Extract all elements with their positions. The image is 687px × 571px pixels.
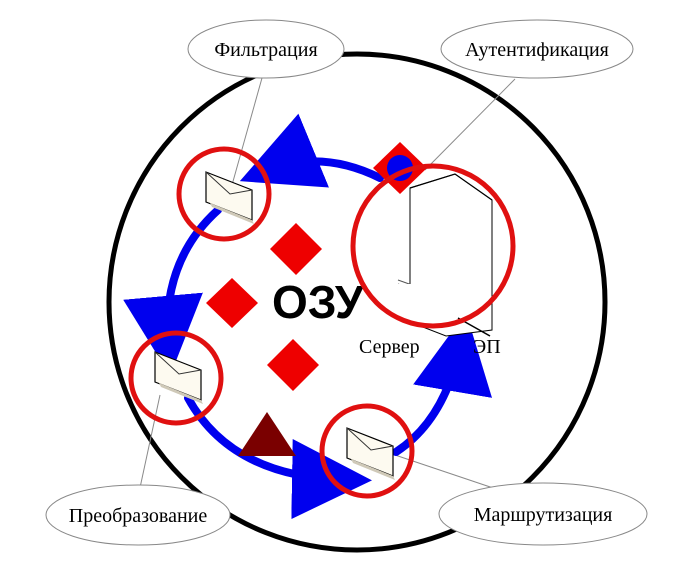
routing-highlight-ring bbox=[319, 403, 415, 499]
envelope-icon bbox=[205, 171, 254, 224]
envelope-icon bbox=[154, 351, 203, 404]
filtration-highlight-ring bbox=[176, 146, 272, 242]
server-highlight-ring bbox=[350, 163, 516, 329]
flow-arrow-auth-to-filtration bbox=[239, 113, 384, 188]
flow-arrow-routing-to-ep bbox=[392, 312, 492, 456]
callout-routing-label: Маршрутизация bbox=[474, 504, 613, 526]
callout-filtration-label: Фильтрация bbox=[214, 39, 317, 61]
callout-routing: Маршрутизация bbox=[438, 482, 648, 546]
callout-authentication-label: Аутентификация bbox=[465, 39, 609, 61]
callout-authentication: Аутентификация bbox=[440, 19, 634, 79]
callout-line-transformation bbox=[137, 394, 161, 498]
callout-transformation-label: Преобразование bbox=[69, 505, 208, 527]
envelope-icon bbox=[346, 427, 395, 480]
server-top-edge bbox=[409, 173, 493, 201]
callout-transformation: Преобразование bbox=[45, 484, 231, 546]
diamond-shape bbox=[206, 278, 258, 328]
diamond-shapes bbox=[206, 223, 322, 391]
transformation-highlight-ring bbox=[128, 330, 224, 426]
callout-line-authentication bbox=[424, 78, 516, 171]
triangle-shape bbox=[238, 412, 296, 456]
callout-filtration: Фильтрация bbox=[187, 19, 345, 79]
server-label: Сервер bbox=[359, 336, 420, 358]
callout-line-filtration bbox=[231, 77, 263, 186]
flow-cycle bbox=[123, 113, 492, 520]
outer-boundary-circle bbox=[106, 51, 608, 553]
diamond-shape bbox=[267, 339, 319, 391]
center-label: ОЗУ bbox=[272, 276, 365, 328]
diamond-shape bbox=[270, 223, 322, 275]
ep-label: ЭП bbox=[473, 336, 501, 358]
